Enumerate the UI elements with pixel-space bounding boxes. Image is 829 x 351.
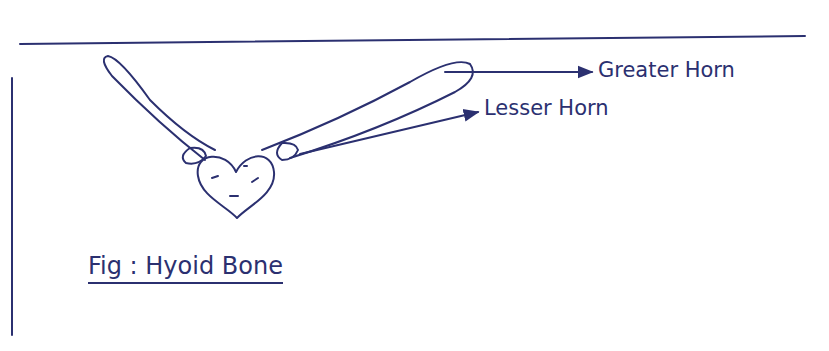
part-label: Greater Horn	[598, 58, 735, 82]
hyoid-body	[198, 156, 274, 218]
body-marks	[212, 166, 258, 196]
leader-line	[300, 112, 478, 154]
lesser-horn-right	[277, 143, 298, 160]
greater-horn-left	[104, 56, 215, 160]
part-label: Lesser Horn	[484, 96, 609, 120]
border-line	[11, 78, 13, 335]
rule-line	[20, 36, 805, 44]
figure-caption: Fig : Hyoid Bone	[88, 252, 283, 284]
leader-line	[445, 71, 592, 73]
